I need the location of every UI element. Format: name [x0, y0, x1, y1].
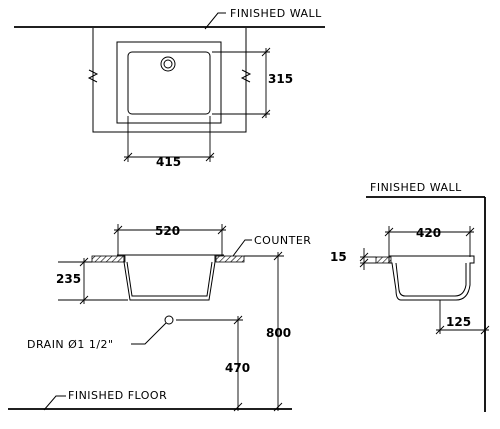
sink-inner-front [126, 261, 213, 297]
dim-125-tick-left [435, 325, 445, 335]
finished-wall-leader-top [204, 12, 226, 30]
dim-315-tick-top [261, 47, 271, 57]
break-mark-left [87, 69, 99, 83]
dim-315-tick-bottom [261, 109, 271, 119]
sink-inner-side [395, 262, 467, 297]
counter-slab-right [215, 255, 245, 263]
counter-label: COUNTER [254, 234, 311, 247]
dim-315-label: 315 [268, 72, 293, 86]
finished-wall-label-top: FINISHED WALL [230, 7, 322, 20]
dim-235-label: 235 [56, 272, 81, 286]
dim-235-tick-top [79, 257, 89, 267]
dim-415-label: 415 [156, 155, 181, 169]
dim-800-tick-top [273, 251, 283, 261]
dim-420-label: 420 [416, 226, 441, 240]
dim-470-tick-top [233, 315, 243, 325]
finished-wall-label-side: FINISHED WALL [370, 181, 462, 194]
sink-body-side [388, 255, 475, 301]
sink-rim-plan [116, 41, 222, 124]
dim-125-tick-right [480, 325, 490, 335]
drain-hole-outer [160, 56, 176, 72]
finished-floor-leader [43, 395, 66, 411]
side-elevation: FINISHED WALL 420 15 125 [330, 181, 490, 412]
dim-520-tick-right [217, 225, 227, 235]
drain-label: DRAIN Ø1 1/2" [27, 338, 114, 351]
dim-415-tick-right [205, 152, 215, 162]
dim-15-label: 15 [330, 250, 347, 264]
drain-hole-inner [163, 59, 173, 69]
dim-235-tick-bottom [79, 295, 89, 305]
plan-outer-outline [92, 28, 247, 133]
dim-125-label: 125 [446, 315, 471, 329]
plan-view: FINISHED WALL 315 415 [14, 7, 325, 169]
dim-520-label: 520 [155, 224, 180, 238]
finished-floor-label: FINISHED FLOOR [68, 389, 167, 402]
drain-leader [131, 322, 167, 345]
dim-420-tick-left [384, 227, 394, 237]
counter-leader [232, 239, 252, 257]
counter-slab-side [375, 256, 392, 264]
dim-415-tick-left [123, 152, 133, 162]
dim-520-tick-left [113, 225, 123, 235]
front-elevation: 520 COUNTER 235 DRAIN Ø1 1/2" 470 800 [8, 224, 311, 412]
drain-outlet-symbol [164, 315, 174, 325]
counter-slab-left [91, 255, 126, 263]
break-mark-right [240, 69, 252, 83]
dim-470-label: 470 [225, 361, 250, 375]
dim-420-tick-right [465, 227, 475, 237]
dim-800-label: 800 [266, 326, 291, 340]
sink-bowl-plan [127, 51, 211, 115]
sink-body-front [117, 254, 224, 301]
